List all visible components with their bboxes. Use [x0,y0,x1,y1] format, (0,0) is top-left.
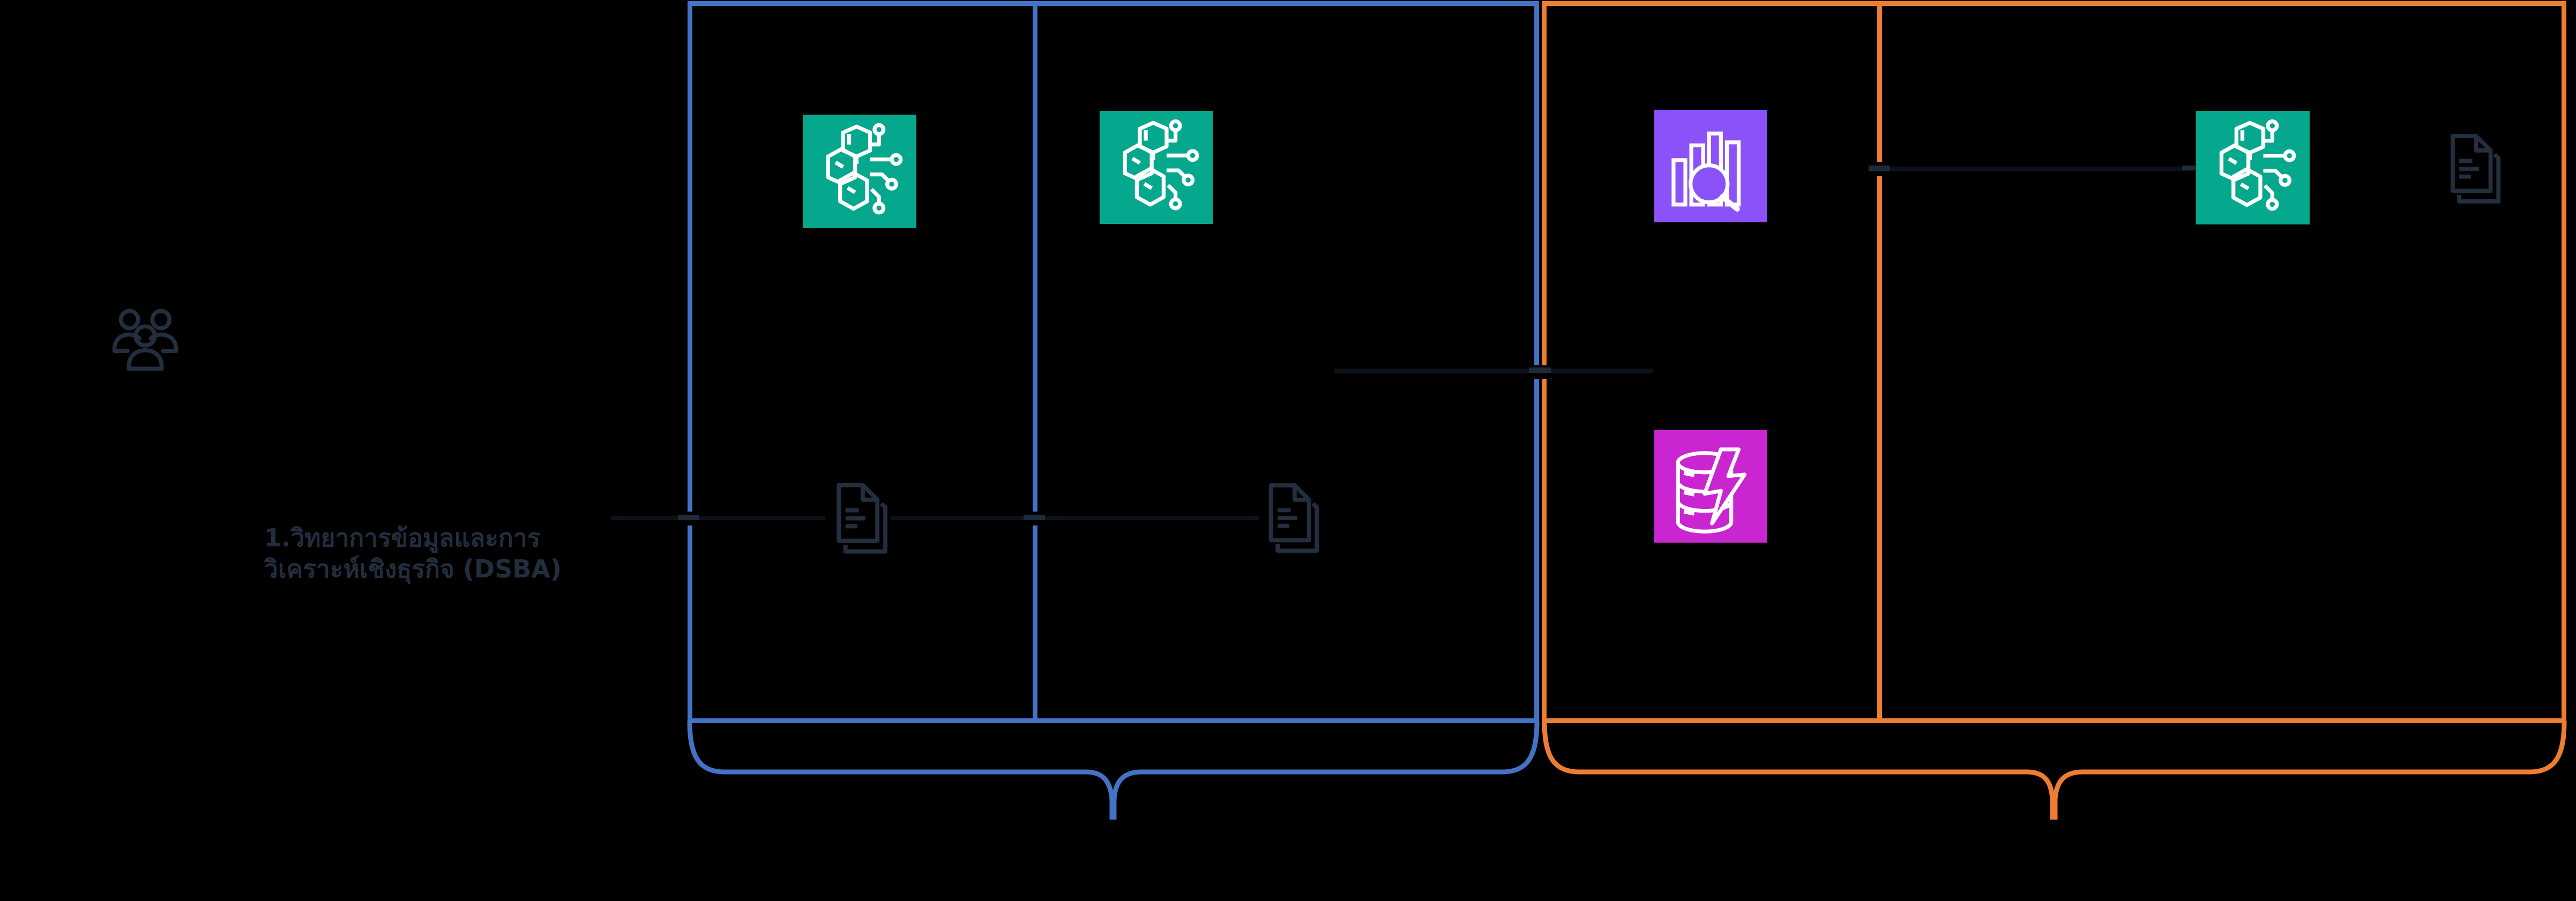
documents-icon [1259,477,1322,559]
connector-line [1883,167,2194,171]
connector-dash [1529,367,1551,373]
actor-label-line2: วิเคราะห์เชิงธุรกิจ (DSBA) [264,554,562,583]
machine-learning-icon [2196,111,2310,224]
connector-dash [678,515,699,520]
connector-dash [1024,515,1045,520]
database-lightning-icon [1654,430,1767,543]
orange-brace [1542,720,2567,820]
users-icon [106,298,188,380]
blue-group-box [688,1,1539,723]
documents-icon [2441,127,2504,210]
machine-learning-icon [803,115,916,228]
connector-line [891,516,1259,520]
analytics-search-icon [1654,110,1767,222]
connector-line [611,516,825,520]
actor-label-line1: 1.วิทยาการข้อมูลและการ [264,523,541,552]
connector-dash [1869,166,1890,171]
connector-line [1334,369,1653,373]
orange-group-divider [1877,1,1882,718]
actor-label: 1.วิทยาการข้อมูลและการ วิเคราะห์เชิงธุรก… [264,522,562,584]
documents-icon [827,477,891,560]
blue-brace [687,720,1540,820]
orange-group-box [1542,1,2566,723]
blue-group-divider [1033,1,1037,718]
connector-dash [2182,166,2196,170]
machine-learning-icon [1100,111,1213,224]
